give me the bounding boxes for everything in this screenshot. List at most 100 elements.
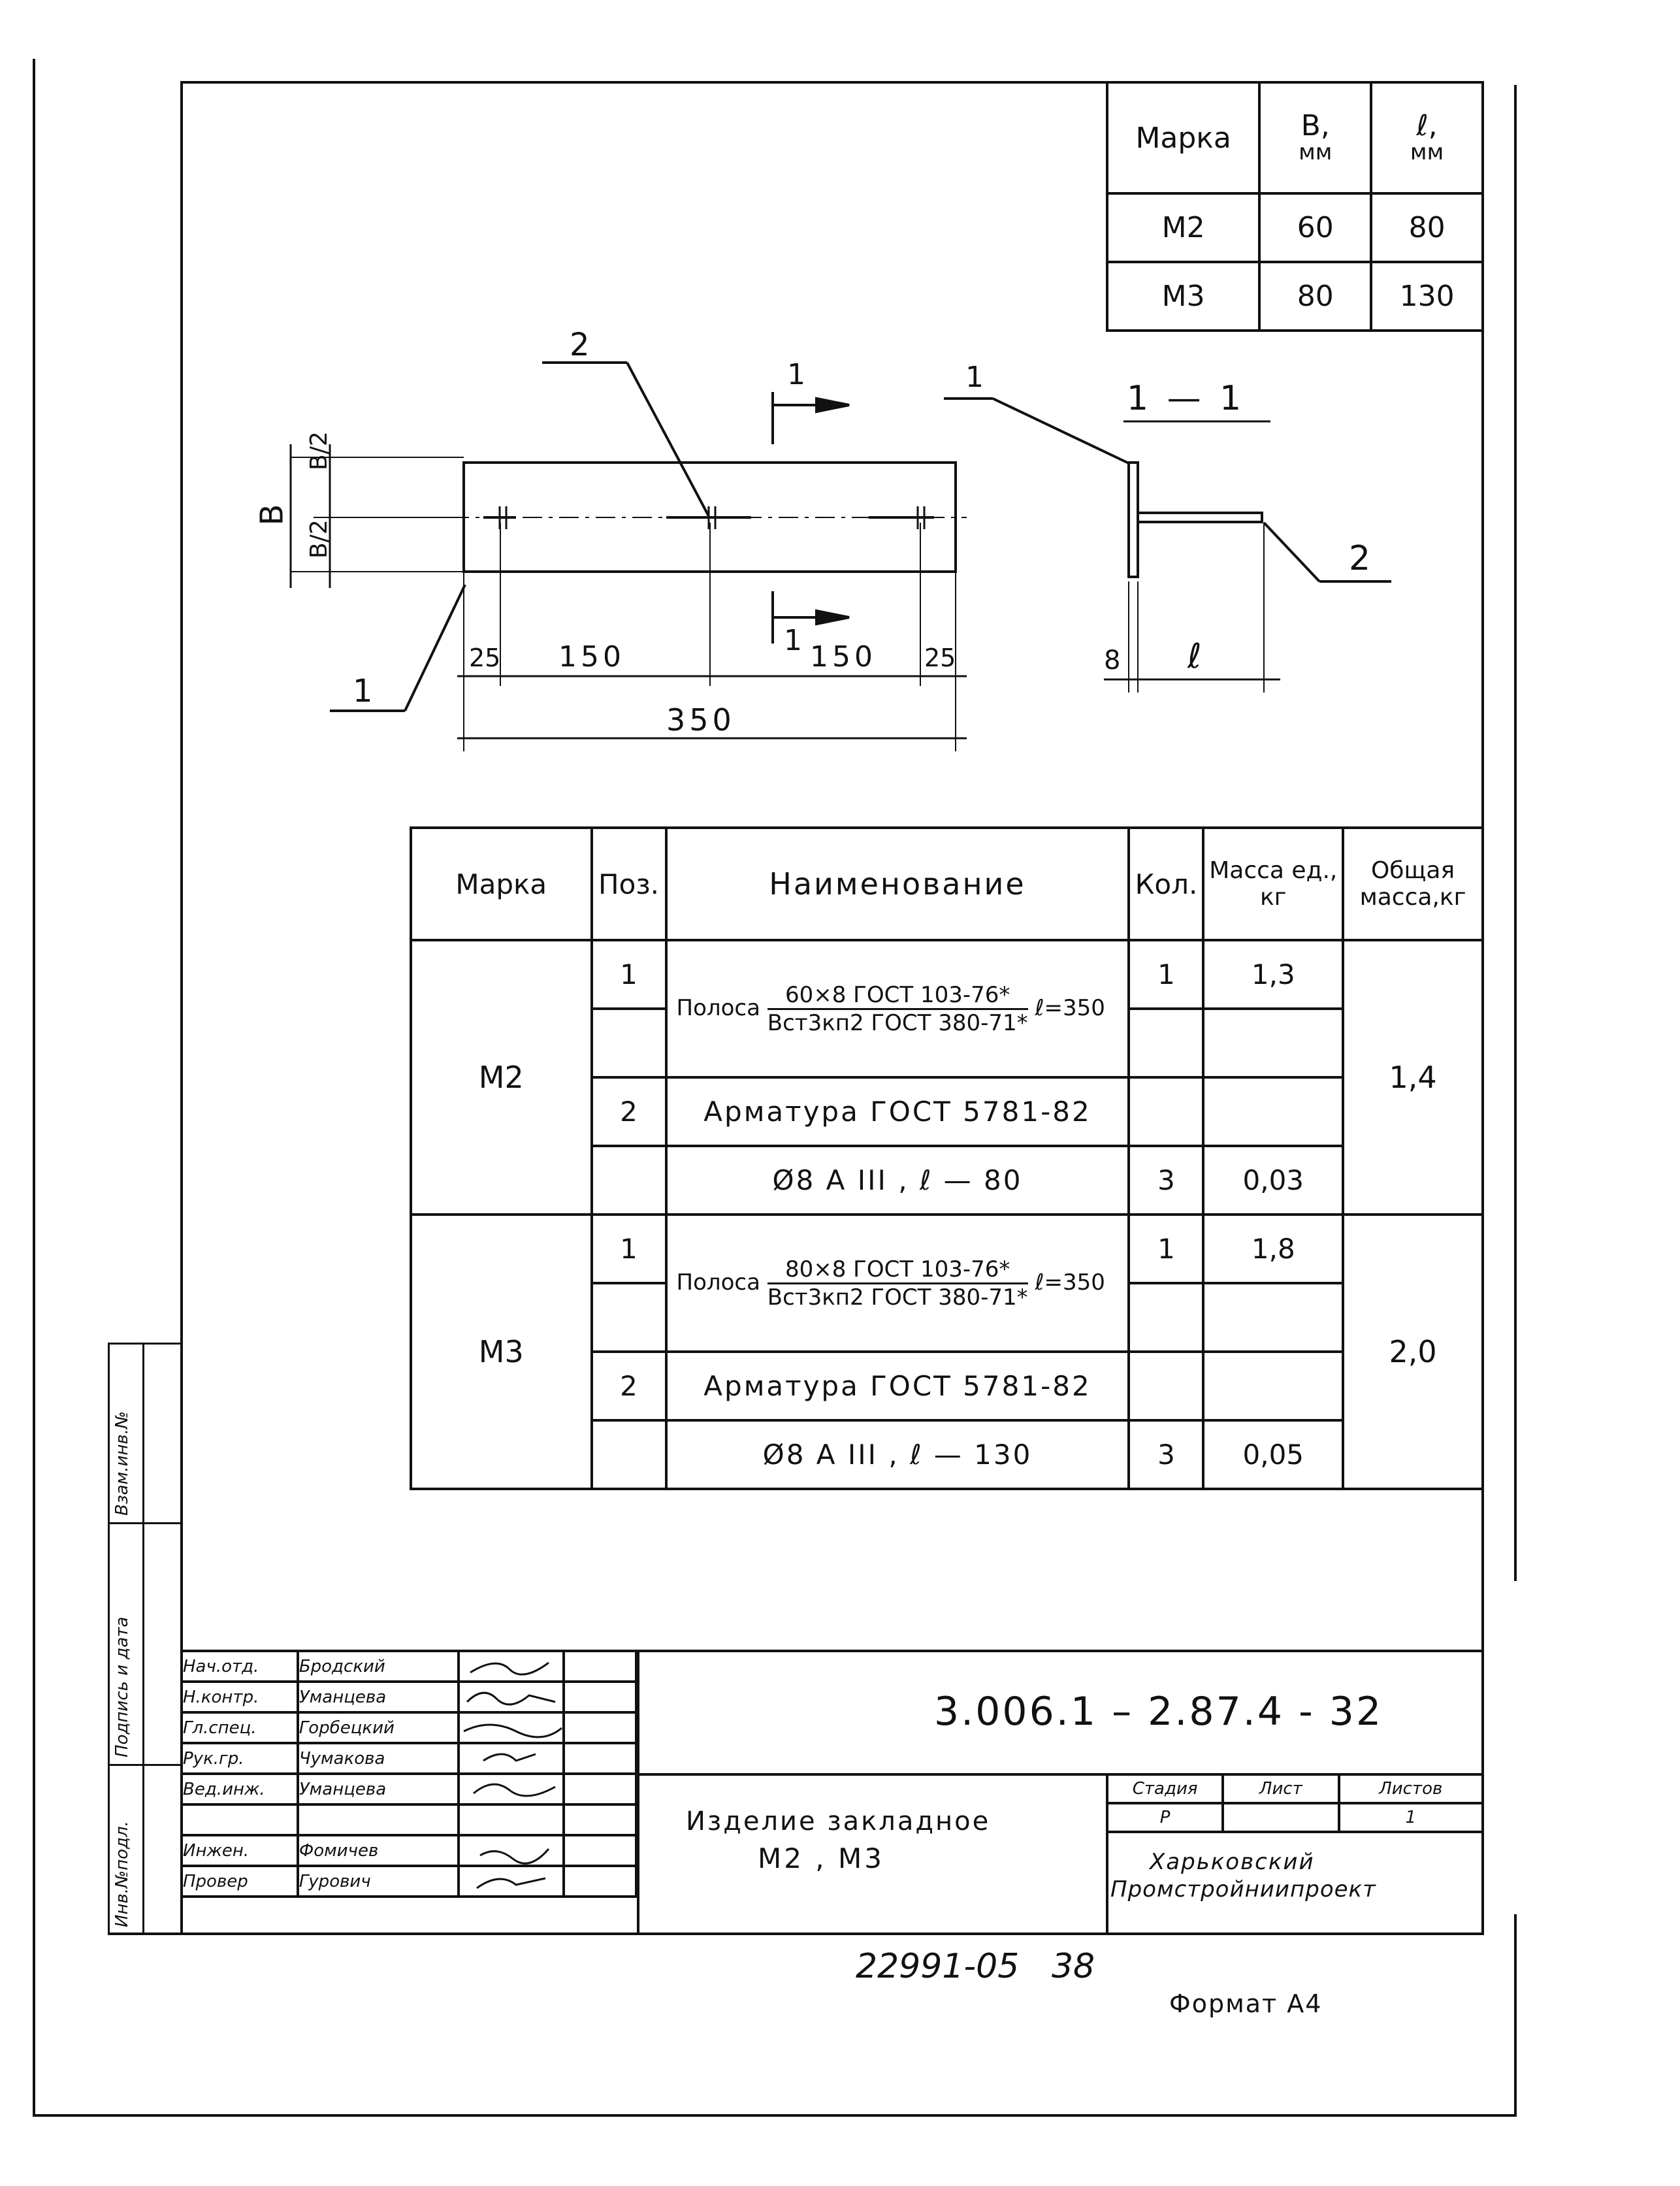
table-row xyxy=(180,1803,638,1836)
header-l: ℓ, мм xyxy=(1370,81,1484,195)
role-cell: Нач.отд. xyxy=(180,1650,299,1683)
group-mark-m2: M2 xyxy=(410,939,593,1216)
stamp-left-divider xyxy=(637,1650,639,1935)
right-edge-line xyxy=(1514,85,1517,1581)
dim-b-half-upper: B/2 xyxy=(306,431,332,470)
section-title: 1 — 1 xyxy=(1127,379,1246,418)
table-row: Рук.гр. Чумакова xyxy=(180,1742,638,1775)
mark-cell: M3 xyxy=(1105,261,1261,332)
section-arrow-label-top: 1 xyxy=(787,358,805,391)
sheet-label: Лист xyxy=(1221,1773,1340,1804)
spec-header-row: Марка Поз. Наименование Кол. Масса ед., … xyxy=(410,826,1484,941)
table-row xyxy=(411,1282,1483,1353)
title-line-1: Изделие закладное xyxy=(686,1806,991,1836)
header-mark: Марка xyxy=(1105,81,1261,195)
table-row: Инжен. Фомичев xyxy=(180,1834,638,1867)
stamp-title-divider xyxy=(1106,1773,1108,1935)
strip-sep-1 xyxy=(108,1522,183,1524)
section-callout-1: 1 xyxy=(965,361,984,394)
section-plate xyxy=(1127,461,1139,578)
section-callout-2: 2 xyxy=(1349,539,1371,578)
frame-right xyxy=(1481,81,1484,1935)
table-row: Вед.инж. Уманцева xyxy=(180,1772,638,1806)
technical-drawing xyxy=(289,361,1391,751)
frame-top xyxy=(180,81,1483,84)
strip-label-inventory: Инв.№подл. xyxy=(112,1821,132,1927)
sheets-value: 1 xyxy=(1337,1802,1484,1833)
name-cell-fraction: Полоса 80×8 ГОСТ 103-76* Вст3кп2 ГОСТ 38… xyxy=(664,1213,1131,1353)
signature-cell xyxy=(457,1772,565,1806)
date-cell xyxy=(562,1650,638,1683)
name-fraction-top: 60×8 ГОСТ 103-76* xyxy=(767,982,1028,1010)
table-row: Н.контр. Уманцева xyxy=(180,1680,638,1714)
callout-2-top: 2 xyxy=(570,327,590,363)
signature-cell xyxy=(457,1742,565,1775)
table-row: Провер Гурович xyxy=(180,1865,638,1898)
outer-bottom-border xyxy=(33,2114,1515,2117)
strip-mid xyxy=(142,1343,144,1934)
signatures-table: Нач.отд. Бродский Н.контр. Уманцева Гл.с… xyxy=(180,1650,638,1898)
dim-25-right: 25 xyxy=(924,644,956,672)
table-row: M3 80 130 xyxy=(1105,261,1484,332)
mark-dimension-table: Марка B, мм ℓ, мм M2 60 80 M3 80 130 xyxy=(1105,81,1484,332)
date-cell xyxy=(562,1772,638,1806)
frame-bottom xyxy=(108,1933,1484,1935)
name-cell: Горбецкий xyxy=(296,1711,460,1744)
name-cell: Фомичев xyxy=(296,1834,460,1867)
name-prefix: Полоса xyxy=(676,1269,760,1296)
mass-cell-empty xyxy=(1202,1007,1345,1079)
name-fraction-top: 80×8 ГОСТ 103-76* xyxy=(767,1256,1028,1284)
name-cell xyxy=(296,1803,460,1836)
qty-cell: 1 xyxy=(1127,939,1205,1010)
strip-label-replacement: Взам.инв.№ xyxy=(112,1411,132,1516)
qty-cell: 3 xyxy=(1127,1145,1205,1216)
pos-cell: 1 xyxy=(590,1213,668,1284)
table-row: M3 1 Полоса 80×8 ГОСТ 103-76* Вст3кп2 ГО… xyxy=(410,1213,1484,1490)
sheets-label: Листов xyxy=(1337,1773,1484,1804)
pos-cell: 2 xyxy=(590,1350,668,1422)
role-cell: Рук.гр. xyxy=(180,1742,299,1775)
specification-table: Марка Поз. Наименование Кол. Масса ед., … xyxy=(410,826,1484,1490)
dim-b-half-lower: B/2 xyxy=(306,519,332,559)
table-row: M2 60 80 xyxy=(1105,192,1484,263)
name-cell: Ø8 А III , ℓ — 130 xyxy=(664,1419,1131,1490)
section-bar xyxy=(1137,512,1263,523)
name-suffix: ℓ=350 xyxy=(1035,994,1105,1021)
spec-header-mass-unit: Масса ед., кг xyxy=(1202,826,1345,941)
outer-left-border xyxy=(33,59,35,2117)
table-row: 2 Арматура ГОСТ 5781-82 xyxy=(411,1076,1483,1147)
pos-cell: 2 xyxy=(590,1076,668,1147)
dim-150-right: 150 xyxy=(810,640,877,674)
stage-sheet-table: Стадия Лист Листов Р 1 xyxy=(1105,1773,1484,1833)
stage-value: Р xyxy=(1105,1802,1225,1833)
qty-cell-empty xyxy=(1127,1007,1205,1079)
name-cell: Бродский xyxy=(296,1650,460,1683)
name-cell: Чумакова xyxy=(296,1742,460,1775)
group-mark-m3: M3 xyxy=(410,1213,593,1490)
pos-cell: 1 xyxy=(590,939,668,1010)
signature-scribbles xyxy=(463,1661,562,1889)
group-total-m3: 2,0 xyxy=(1342,1213,1484,1490)
inventory-number: 22991-05 38 xyxy=(856,1947,1095,1986)
spec-header-mark: Марка xyxy=(410,826,593,941)
mass-cell: 0,05 xyxy=(1202,1419,1345,1490)
role-cell: Инжен. xyxy=(180,1834,299,1867)
name-cell: Арматура ГОСТ 5781-82 xyxy=(664,1076,1131,1147)
name-cell: Уманцева xyxy=(296,1772,460,1806)
format-label: Формат А4 xyxy=(1169,1989,1323,2018)
date-cell xyxy=(562,1834,638,1867)
title-line-2: М2 , М3 xyxy=(758,1842,884,1874)
qty-cell xyxy=(1127,1350,1205,1422)
l-cell: 80 xyxy=(1370,192,1484,263)
table-row: Нач.отд. Бродский xyxy=(180,1650,638,1683)
frame-left xyxy=(180,81,183,1935)
name-cell: Гурович xyxy=(296,1865,460,1898)
sheet-value xyxy=(1221,1802,1340,1833)
role-cell: Гл.спец. xyxy=(180,1711,299,1744)
role-cell: Вед.инж. xyxy=(180,1772,299,1806)
outer-right-border xyxy=(1514,1914,1517,2117)
organization-line-1: Харьковский xyxy=(1150,1849,1315,1875)
dim-25-left: 25 xyxy=(469,644,501,672)
date-cell xyxy=(562,1680,638,1714)
section-dim-8: 8 xyxy=(1104,645,1121,676)
